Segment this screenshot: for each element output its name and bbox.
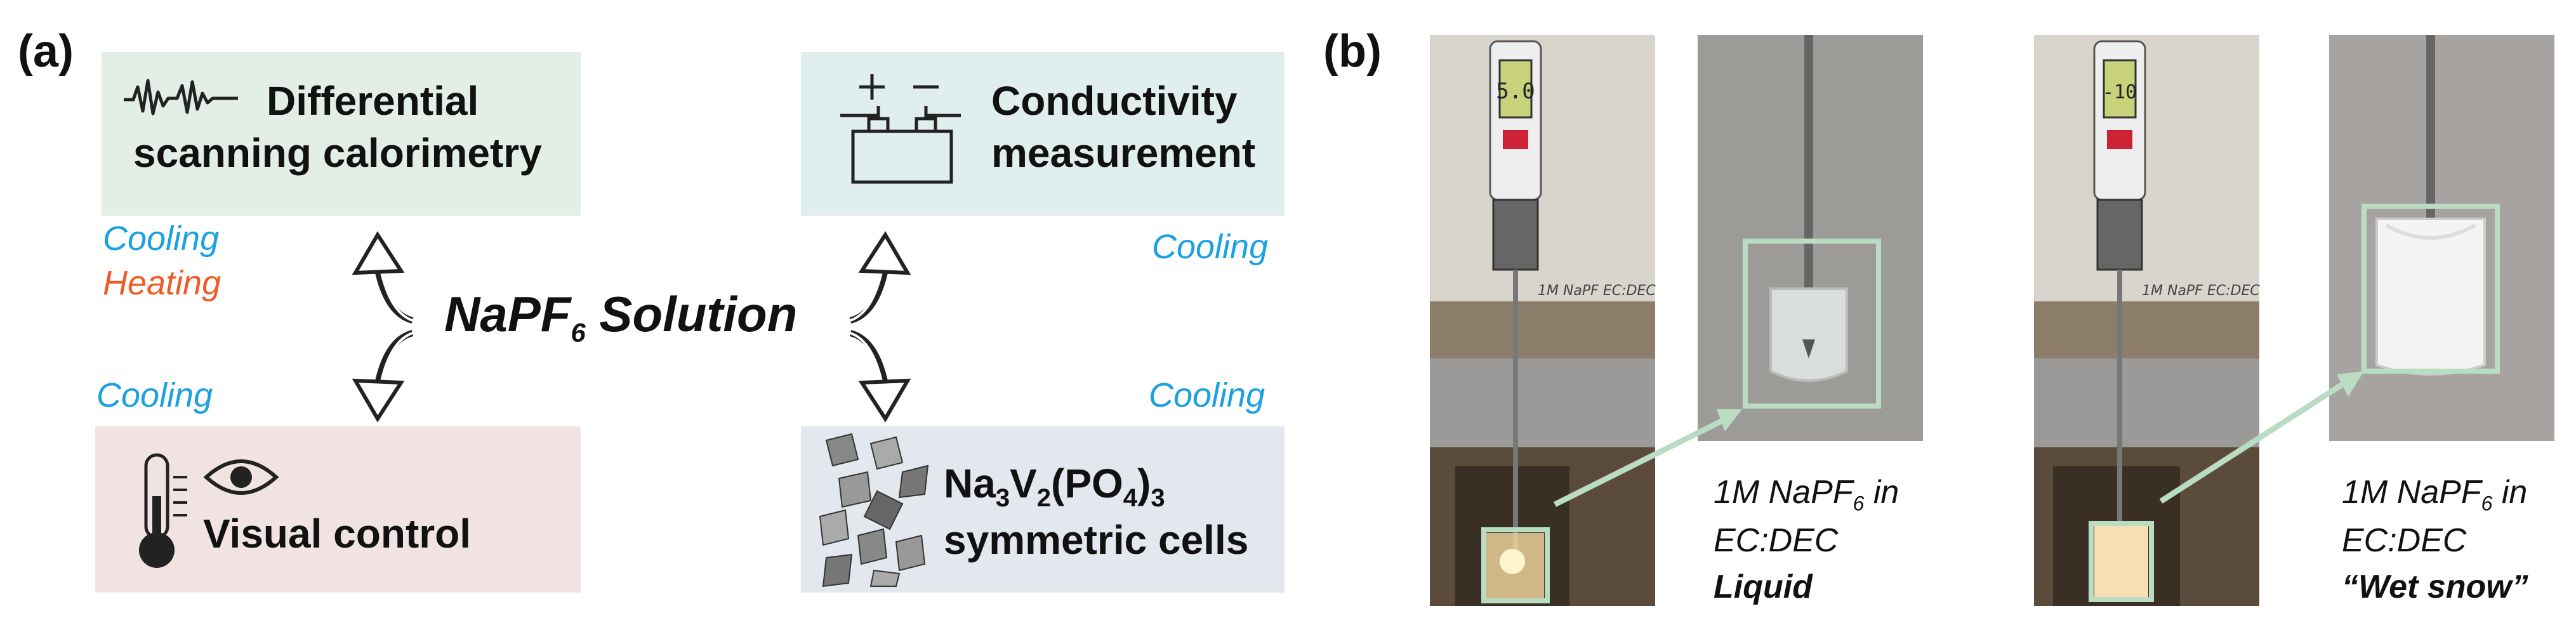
dsc-heating-label: Heating [103, 264, 221, 302]
eye-icon [203, 459, 279, 495]
conductivity-title-line1: Conductivity [991, 78, 1238, 124]
arrow-to-cells-icon [849, 330, 911, 423]
visual-control-title: Visual control [203, 511, 472, 556]
dsc-box: Differential scanning calorimetry [102, 52, 581, 216]
dsc-title-line1: Differential [267, 78, 479, 124]
center-title: NaPF6 Solution [444, 286, 798, 348]
conductivity-box: Conductivity measurement [801, 52, 1285, 216]
battery-icon [840, 74, 961, 184]
crystal-structure-icon [819, 433, 929, 588]
panel-b-label: (b) [1323, 26, 1382, 77]
photo-setup-liquid: 5.0 1M NaPF EC:DEC [1430, 35, 1656, 606]
caption-wet-snow: 1M NaPF6 in EC:DEC “Wet snow” [2342, 474, 2528, 605]
cells-title-line2: symmetric cells [944, 517, 1249, 563]
caption-liquid: 1M NaPF6 in EC:DEC Liquid [1714, 474, 1899, 605]
arrow-to-dsc-icon [352, 231, 414, 324]
dsc-cooling-label: Cooling [103, 220, 220, 258]
signal-wave-icon [124, 79, 238, 115]
handwriting-label-2: 1M NaPF EC:DEC [2142, 283, 2260, 299]
photo-setup-snow: -10 1M NaPF EC:DEC [2034, 35, 2260, 606]
handwriting-label-1: 1M NaPF EC:DEC [1538, 283, 1656, 299]
arrow-to-conductivity-icon [849, 231, 911, 324]
conductivity-title-line2: measurement [991, 130, 1256, 176]
thermometer-icon [139, 453, 187, 568]
visual-control-box: Visual control [95, 426, 581, 593]
cells-formula: Na3V2(PO4)3 [944, 461, 1165, 512]
dsc-title-line2: scanning calorimetry [133, 130, 542, 176]
cells-cooling-label: Cooling [1149, 376, 1265, 414]
meter1-display: 5.0 [1496, 79, 1535, 104]
photo-zoom-snow [2329, 35, 2554, 441]
visual-cooling-label: Cooling [96, 376, 213, 414]
arrow-to-visual-icon [352, 330, 414, 423]
photo-zoom-liquid [1698, 35, 1923, 441]
conductivity-cooling-label: Cooling [1152, 228, 1269, 266]
symmetric-cells-box: Na3V2(PO4)3 symmetric cells [801, 426, 1285, 593]
meter2-display: -10 [2103, 81, 2137, 103]
panel-a-label: (a) [18, 26, 74, 77]
